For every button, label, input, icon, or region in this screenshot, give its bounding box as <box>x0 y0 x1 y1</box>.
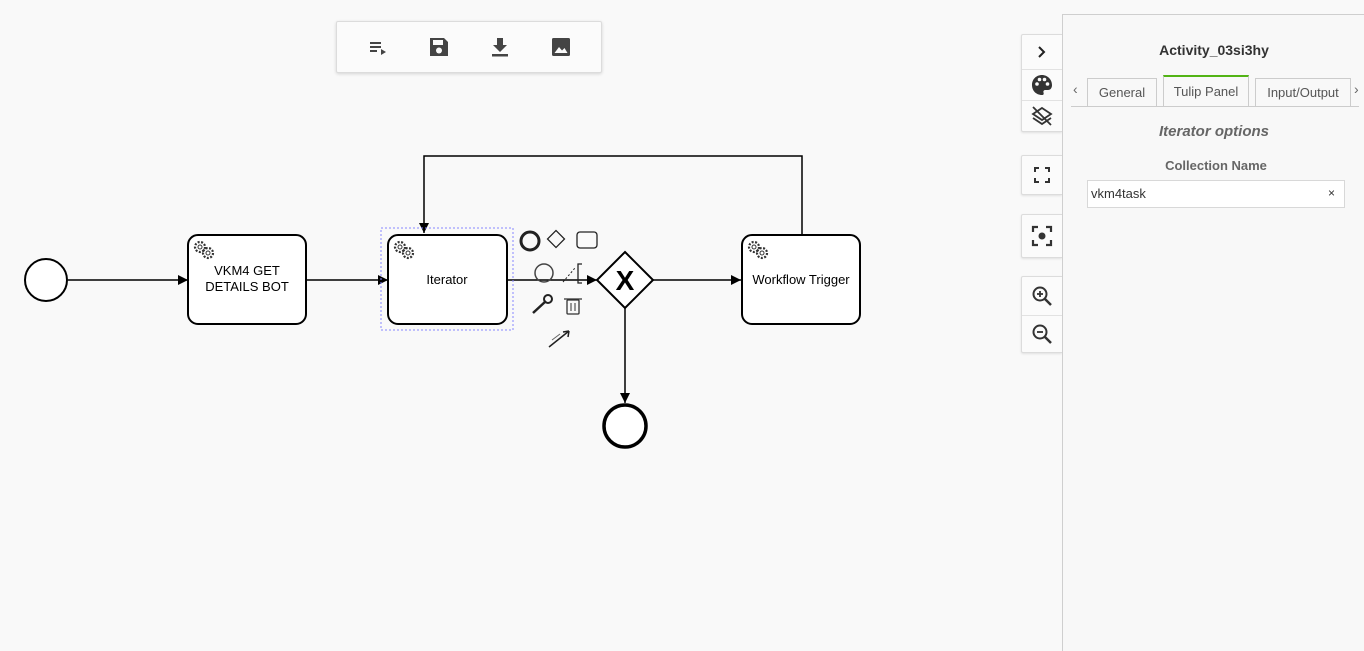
save-button[interactable] <box>421 29 457 65</box>
palette-icon <box>1032 75 1052 95</box>
collection-name-value: vkm4task <box>1091 186 1146 201</box>
flow-workflow-loop-to-iterator[interactable] <box>419 155 803 234</box>
connect-arrow-icon[interactable] <box>548 330 570 348</box>
collection-name-input[interactable]: vkm4task × <box>1087 180 1345 208</box>
task-label: Workflow Trigger <box>752 272 850 287</box>
selection-outline <box>380 227 514 331</box>
context-pad <box>519 229 598 348</box>
tab-input-output[interactable]: Input/Output <box>1255 78 1351 106</box>
panel-tabs: ‹ General Tulip Panel Input/Output › <box>1071 75 1361 107</box>
task-vkm4-get-details-bot[interactable]: VKM4 GET DETAILS BOT <box>187 234 307 325</box>
save-icon <box>429 38 448 56</box>
center-focus-button[interactable] <box>1022 215 1062 257</box>
zoom-in-icon <box>1032 286 1052 306</box>
tab-tulip-panel[interactable]: Tulip Panel <box>1163 75 1249 106</box>
wrench-icon[interactable] <box>532 294 553 314</box>
append-task-icon[interactable] <box>576 231 598 249</box>
task-label: DETAILS BOT <box>205 279 289 294</box>
append-text-annotation-icon[interactable] <box>562 263 582 284</box>
fullscreen-icon <box>1034 167 1050 183</box>
layers-off-icon <box>1031 106 1053 126</box>
task-label: VKM4 GET <box>214 263 280 278</box>
zoom-out-button[interactable] <box>1022 315 1062 352</box>
download-button[interactable] <box>482 29 518 65</box>
color-picker-button[interactable] <box>1022 69 1062 100</box>
bpmn-diagram[interactable]: VKM4 GET DETAILS BOT Iterator <box>0 0 1062 650</box>
zoom-in-button[interactable] <box>1022 277 1062 315</box>
toggle-layers-button[interactable] <box>1022 100 1062 131</box>
trash-icon[interactable] <box>564 298 582 315</box>
section-title: Iterator options <box>1158 123 1269 140</box>
start-event[interactable] <box>24 258 68 302</box>
panel-title: Activity_03si3hy <box>1159 42 1269 58</box>
collection-name-label: Collection Name <box>1165 158 1267 173</box>
panel-toggle-group <box>1021 34 1062 132</box>
diagram-canvas[interactable]: VKM4 GET DETAILS BOT Iterator <box>0 0 1062 650</box>
image-icon <box>551 38 570 56</box>
append-intermediate-event-icon[interactable] <box>534 263 554 283</box>
append-gateway-icon[interactable] <box>546 229 566 249</box>
gateway-x-icon: X <box>616 265 635 296</box>
tab-scroll-left-icon[interactable]: ‹ <box>1073 81 1078 97</box>
tabs-divider <box>1071 106 1359 107</box>
list-play-icon <box>369 42 386 55</box>
tab-scroll-right-icon[interactable]: › <box>1354 81 1359 97</box>
fullscreen-group <box>1021 155 1062 195</box>
tab-general[interactable]: General <box>1087 78 1157 106</box>
properties-panel: Activity_03si3hy ‹ General Tulip Panel I… <box>1062 14 1364 651</box>
task-label: Iterator <box>426 272 468 287</box>
end-event[interactable] <box>602 403 648 449</box>
zoom-group <box>1021 276 1062 353</box>
task-workflow-trigger[interactable]: Workflow Trigger <box>741 234 861 325</box>
focus-group <box>1021 214 1062 258</box>
panel-toggle-button[interactable] <box>1022 35 1062 69</box>
download-icon <box>491 38 508 57</box>
append-end-event-icon[interactable] <box>519 230 541 252</box>
top-toolbar <box>336 21 602 73</box>
clear-input-icon[interactable]: × <box>1327 186 1335 200</box>
zoom-out-icon <box>1032 324 1052 344</box>
list-play-button[interactable] <box>360 29 396 65</box>
center-focus-icon <box>1031 225 1053 247</box>
export-image-button[interactable] <box>543 29 579 65</box>
task-iterator[interactable]: Iterator <box>387 234 508 325</box>
fullscreen-button[interactable] <box>1022 156 1062 194</box>
exclusive-gateway[interactable]: X <box>595 250 655 310</box>
chevron-right-icon <box>1038 46 1046 58</box>
